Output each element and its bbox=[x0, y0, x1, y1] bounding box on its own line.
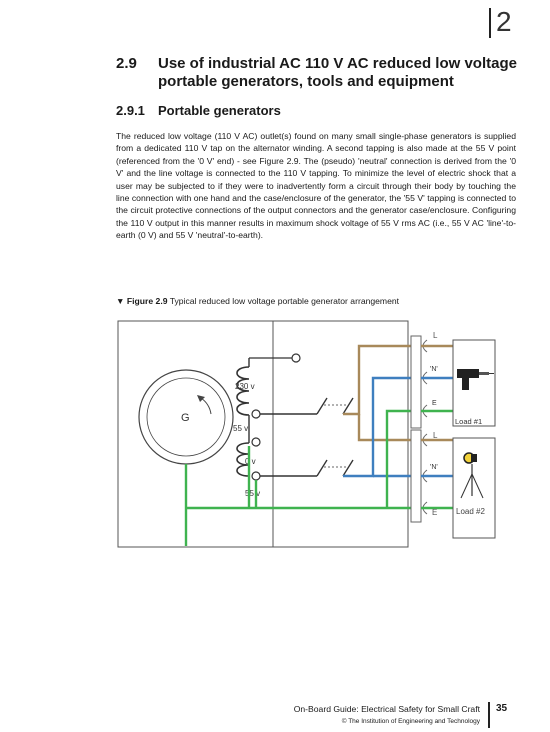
socket2-label-L: L bbox=[433, 431, 438, 440]
rotation-arrow-head bbox=[197, 395, 205, 402]
drill-icon bbox=[457, 369, 494, 390]
chapter-bar bbox=[489, 8, 491, 38]
line-conductor-wiring bbox=[343, 344, 411, 442]
winding-coil-top bbox=[236, 366, 250, 416]
figure-label: Figure 2.9 bbox=[126, 296, 168, 306]
footer-title: On-Board Guide: Electrical Safety for Sm… bbox=[293, 704, 480, 714]
socket2-label-E: E bbox=[432, 508, 437, 517]
generator-wiring-diagram: G 230 v 55 v 0 v 55 v bbox=[117, 320, 496, 548]
work-lamp-icon bbox=[460, 452, 484, 499]
switch-blade-2 bbox=[342, 397, 354, 415]
switch-blade-4 bbox=[342, 459, 354, 477]
load-1-label: Load #1 bbox=[455, 417, 482, 426]
neutral-conductor-wiring bbox=[343, 376, 411, 478]
load-1-box bbox=[452, 339, 496, 427]
load-2-label: Load #2 bbox=[456, 507, 485, 516]
figure-caption-text: Typical reduced low voltage portable gen… bbox=[169, 296, 400, 306]
terminal-110v-tap bbox=[251, 409, 261, 419]
socket1-label-E: E bbox=[432, 400, 437, 407]
generator-enclosure bbox=[117, 320, 409, 548]
switch-blade-1 bbox=[316, 397, 328, 415]
socket-outlet-2 bbox=[410, 429, 422, 523]
subsection-number: 2.9.1 bbox=[116, 103, 145, 118]
switch-blade-3 bbox=[316, 459, 328, 477]
figure-caption: ▼ Figure 2.9 Typical reduced low voltage… bbox=[116, 296, 399, 306]
label-55v-top: 55 v bbox=[233, 424, 248, 433]
earth-conductor-wiring bbox=[184, 409, 411, 546]
chapter-number: 2 bbox=[496, 6, 512, 37]
subsection-title: Portable generators bbox=[158, 103, 281, 118]
label-0v: 0 v bbox=[245, 457, 256, 466]
label-55v-bottom: 55 v bbox=[245, 489, 260, 498]
label-230v: 230 v bbox=[235, 382, 255, 391]
terminal-55v-tap bbox=[251, 437, 261, 447]
section-title: Use of industrial AC 110 V AC reduced lo… bbox=[158, 55, 517, 90]
generator-label: G bbox=[181, 412, 190, 424]
socket1-label-N: 'N' bbox=[430, 366, 438, 373]
section-number: 2.9 bbox=[116, 55, 137, 72]
terminal-0v-tap bbox=[251, 471, 261, 481]
rotation-arrow bbox=[200, 397, 212, 415]
winding-coil-bottom bbox=[236, 442, 250, 477]
socket2-label-N: 'N' bbox=[430, 464, 438, 471]
footer-bar bbox=[488, 702, 490, 728]
figure-marker: ▼ bbox=[116, 296, 125, 306]
body-paragraph: The reduced low voltage (110 V AC) outle… bbox=[116, 131, 516, 241]
footer-page-number: 35 bbox=[496, 703, 508, 714]
footer-copyright: © The Institution of Engineering and Tec… bbox=[341, 718, 480, 725]
socket1-label-L: L bbox=[433, 331, 438, 340]
terminal-230v bbox=[291, 353, 301, 363]
socket-outlet-1 bbox=[410, 335, 422, 429]
load-2-box bbox=[452, 437, 496, 539]
generator-inner-circle bbox=[146, 377, 226, 457]
